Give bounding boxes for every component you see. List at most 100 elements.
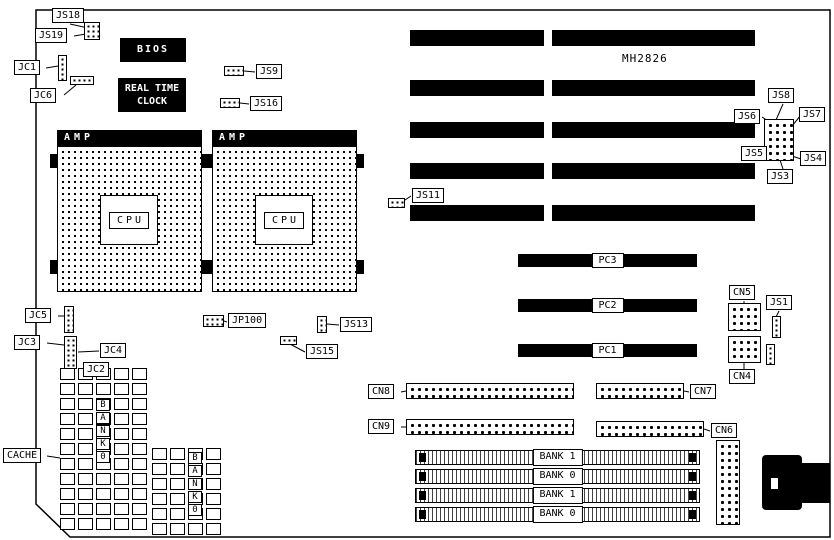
board-part-number: MH2826 — [622, 52, 668, 65]
cpu1-clip — [50, 154, 57, 168]
connector-cn6-vertical — [716, 440, 740, 525]
cache-chip — [114, 398, 129, 410]
label-cn5: CN5 — [729, 285, 756, 300]
label-pc3: PC3 — [591, 253, 624, 268]
simm-slot-4: BANK 0 — [415, 506, 700, 523]
pc-slot-pc3: PC3 — [518, 253, 697, 268]
cache-chip — [114, 503, 129, 515]
keyboard-connector — [762, 455, 802, 510]
cache-chip — [152, 508, 167, 520]
connector-cn4 — [728, 336, 761, 363]
cache-chip — [132, 383, 147, 395]
cache-chip — [206, 493, 221, 505]
label-js1: JS1 — [766, 295, 793, 310]
label-bank0-b: BANK 0 — [532, 506, 583, 523]
bios-chip: BIOS — [120, 38, 186, 62]
cpu2-clip — [357, 260, 364, 274]
cache-chip — [206, 448, 221, 460]
cache-chip — [152, 493, 167, 505]
connector-js3-js8 — [764, 119, 794, 161]
label-cache: CACHE — [3, 448, 42, 463]
label-js15: JS15 — [306, 344, 339, 359]
cache-chip — [114, 413, 129, 425]
cache-chip — [96, 473, 111, 485]
cache-chip — [60, 398, 75, 410]
label-pc1: PC1 — [591, 343, 624, 358]
label-js18: JS18 — [52, 8, 85, 23]
cache-chip — [78, 413, 93, 425]
cpu2-clip — [205, 154, 212, 168]
label-pc2: PC2 — [591, 298, 624, 313]
cache-bank0-label-2: B A N K 0 — [188, 452, 202, 516]
cache-chip — [60, 458, 75, 470]
cache-chip — [114, 458, 129, 470]
cpu1-die: CPU — [100, 195, 158, 245]
connector-cn9 — [406, 419, 574, 435]
label-bank1-b: BANK 1 — [532, 487, 583, 504]
rtc-line2: CLOCK — [136, 96, 168, 107]
label-jc4: JC4 — [100, 343, 127, 358]
cache-chip — [78, 473, 93, 485]
cache-chip — [60, 368, 75, 380]
connector-js1 — [772, 316, 781, 338]
cache-chip — [132, 458, 147, 470]
label-bank1-a: BANK 1 — [532, 449, 583, 466]
cache-chip — [132, 413, 147, 425]
label-cn7: CN7 — [690, 384, 717, 399]
expansion-slot-2 — [410, 80, 755, 96]
cache-chip — [60, 503, 75, 515]
cache-chip — [60, 443, 75, 455]
cache-chip — [96, 383, 111, 395]
connector-js9 — [224, 66, 244, 76]
cache-chip — [60, 518, 75, 530]
connector-cn7 — [596, 383, 684, 399]
cache-chip — [170, 463, 185, 475]
cache-chip — [78, 428, 93, 440]
label-jc1: JC1 — [14, 60, 41, 75]
cache-chip — [114, 368, 129, 380]
label-js5: JS5 — [741, 146, 768, 161]
connector-js15 — [280, 336, 297, 345]
expansion-slot-3 — [410, 122, 755, 138]
cpu2-pin-grid — [212, 146, 357, 292]
cache-chip — [96, 503, 111, 515]
label-js3: JS3 — [767, 169, 794, 184]
cpu2-label: CPU — [263, 211, 305, 229]
connector-js16 — [220, 98, 240, 108]
cache-chip — [188, 523, 203, 535]
label-js16: JS16 — [250, 96, 283, 111]
label-js6: JS6 — [734, 109, 761, 124]
cpu1-amp-bar: AMP — [57, 130, 202, 146]
label-js13: JS13 — [340, 317, 373, 332]
cache-chip — [152, 463, 167, 475]
connector-cn6-horizontal — [596, 421, 704, 437]
cpu1-label: CPU — [108, 211, 150, 229]
cache-chip — [78, 458, 93, 470]
rtc-line1: REAL TIME — [124, 83, 180, 94]
cache-chip — [60, 488, 75, 500]
label-jc2: JC2 — [83, 362, 110, 377]
simm-slot-2: BANK 0 — [415, 468, 700, 485]
connector-jc1 — [58, 55, 67, 81]
connector-cn5 — [728, 303, 761, 331]
cache-chip — [206, 508, 221, 520]
cache-chip — [170, 448, 185, 460]
cache-bank0-label-1: B A N K 0 — [96, 399, 110, 463]
connector-js11 — [388, 198, 405, 208]
cache-chip — [96, 518, 111, 530]
cache-chip — [60, 473, 75, 485]
cache-chip — [170, 508, 185, 520]
cache-chip — [114, 518, 129, 530]
cache-chip — [132, 503, 147, 515]
cache-chip — [170, 493, 185, 505]
cpu1-clip — [50, 260, 57, 274]
cache-chip — [132, 473, 147, 485]
cache-chip — [132, 518, 147, 530]
cache-chip — [78, 398, 93, 410]
cpu2-clip — [205, 260, 212, 274]
cpu2-die: CPU — [255, 195, 313, 245]
label-cn9: CN9 — [368, 419, 395, 434]
connector-jc5 — [64, 306, 74, 333]
cache-chip — [78, 443, 93, 455]
